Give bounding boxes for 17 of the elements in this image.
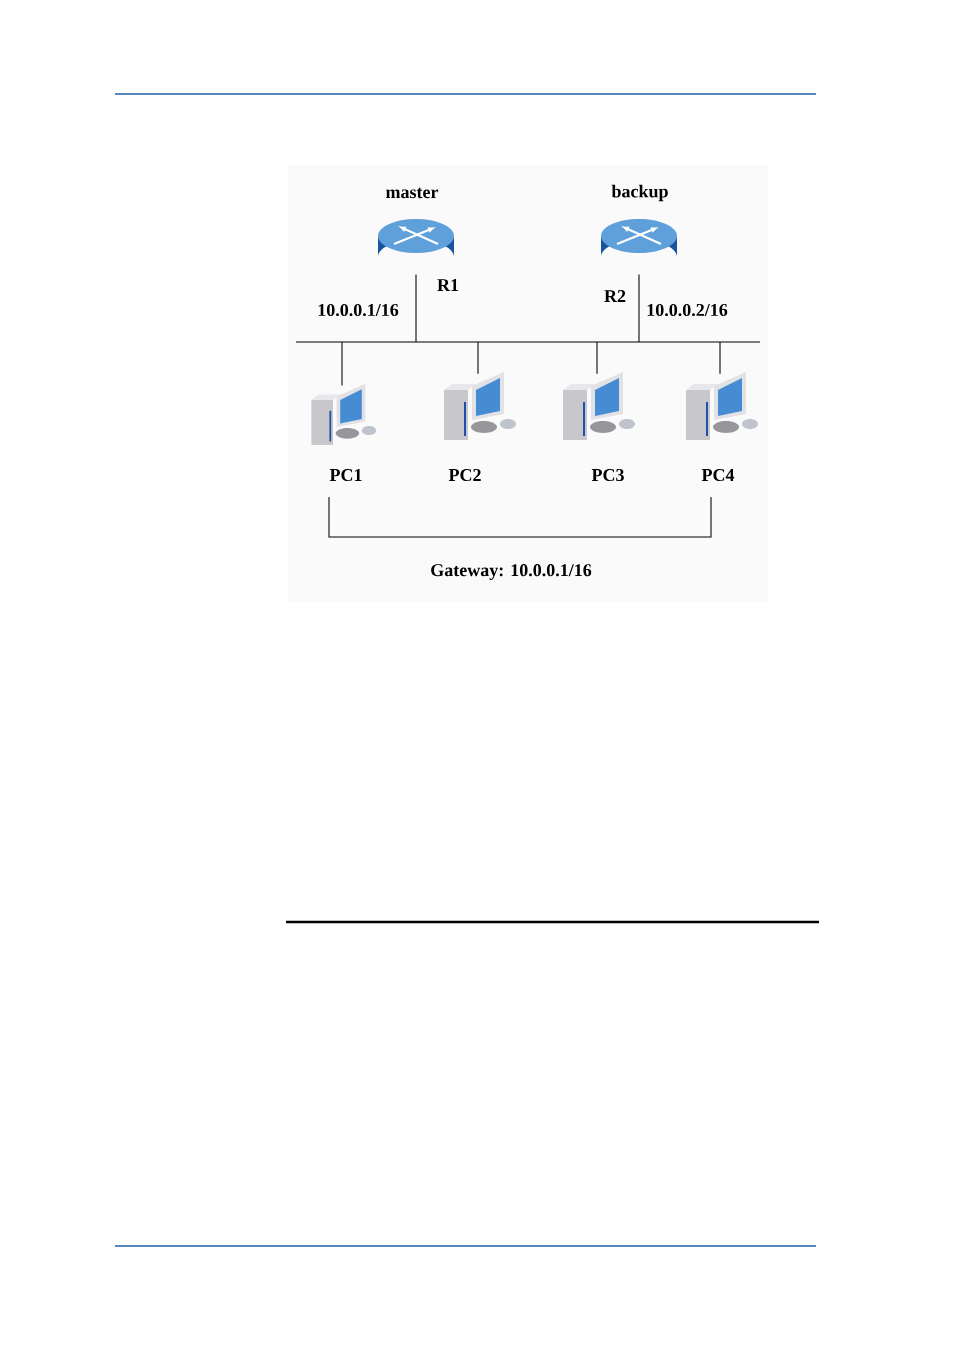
router-id: R2 bbox=[604, 290, 626, 302]
connection-line bbox=[596, 341, 598, 375]
connection-line bbox=[341, 341, 343, 386]
ip-address: 10.0.0.2/16 bbox=[647, 303, 728, 317]
connection-line bbox=[638, 274, 640, 343]
connection-line bbox=[719, 341, 721, 375]
router-id: R1 bbox=[437, 279, 459, 291]
computer-name: PC1 bbox=[329, 468, 362, 482]
computer-name: PC4 bbox=[701, 468, 735, 482]
connection-line bbox=[415, 274, 417, 343]
computer-name: PC2 bbox=[448, 468, 481, 482]
ip-address: 10.0.0.1/16 bbox=[318, 303, 399, 317]
router-name: master bbox=[386, 187, 439, 199]
computer-name: PC3 bbox=[591, 468, 624, 482]
router-name: backup bbox=[611, 184, 668, 202]
connection-line bbox=[477, 341, 479, 375]
gateway-label: Gateway: 10.0.0.1/16 bbox=[431, 564, 592, 580]
